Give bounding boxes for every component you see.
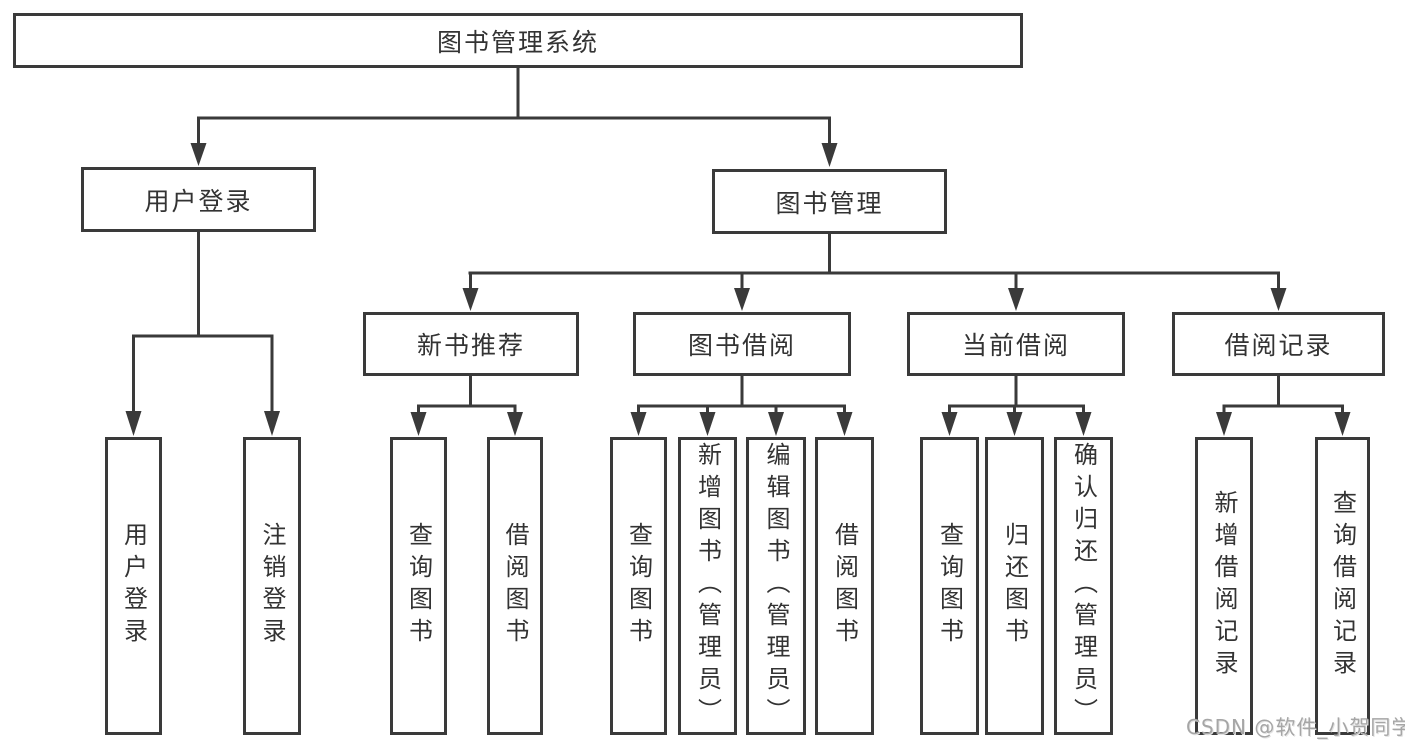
leaf-query-books-current: 查询图书 xyxy=(920,437,979,735)
connector-borrowing-records-children xyxy=(1216,376,1351,436)
connector-user-login-children xyxy=(125,232,280,436)
node-current-borrowing: 当前借阅 xyxy=(907,312,1125,376)
leaf-return-books: 归还图书 xyxy=(985,437,1044,735)
csdn-watermark: CSDN @软件_小贺同学 xyxy=(1186,715,1405,739)
leaf-logout: 注销登录 xyxy=(243,437,301,735)
leaf-edit-book-admin: 编辑图书（管理员） xyxy=(746,437,806,735)
leaf-query-books-recommend: 查询图书 xyxy=(390,437,447,735)
leaf-confirm-return-admin: 确认归还（管理员） xyxy=(1054,437,1113,735)
leaf-add-book-admin: 新增图书（管理员） xyxy=(678,437,737,735)
connector-book-management-to-level2 xyxy=(462,234,1287,311)
node-borrowing-records: 借阅记录 xyxy=(1172,312,1385,376)
connector-root-to-level1 xyxy=(190,66,838,167)
leaf-user-login: 用户登录 xyxy=(105,437,162,735)
connector-current-borrowing-children xyxy=(941,376,1092,436)
leaf-borrow-books-borrowing: 借阅图书 xyxy=(815,437,874,735)
connector-new-book-recommend-children xyxy=(410,376,523,436)
leaf-query-books-borrowing: 查询图书 xyxy=(610,437,667,735)
leaf-add-borrow-record: 新增借阅记录 xyxy=(1195,437,1253,735)
node-root-library-management-system: 图书管理系统 xyxy=(13,13,1023,68)
node-book-borrowing: 图书借阅 xyxy=(633,312,851,376)
node-book-management: 图书管理 xyxy=(712,169,947,234)
connector-book-borrowing-children xyxy=(630,376,853,436)
leaf-query-borrow-record: 查询借阅记录 xyxy=(1315,437,1370,735)
node-new-book-recommend: 新书推荐 xyxy=(363,312,579,376)
leaf-borrow-books-recommend: 借阅图书 xyxy=(487,437,543,735)
node-user-login: 用户登录 xyxy=(81,167,316,232)
